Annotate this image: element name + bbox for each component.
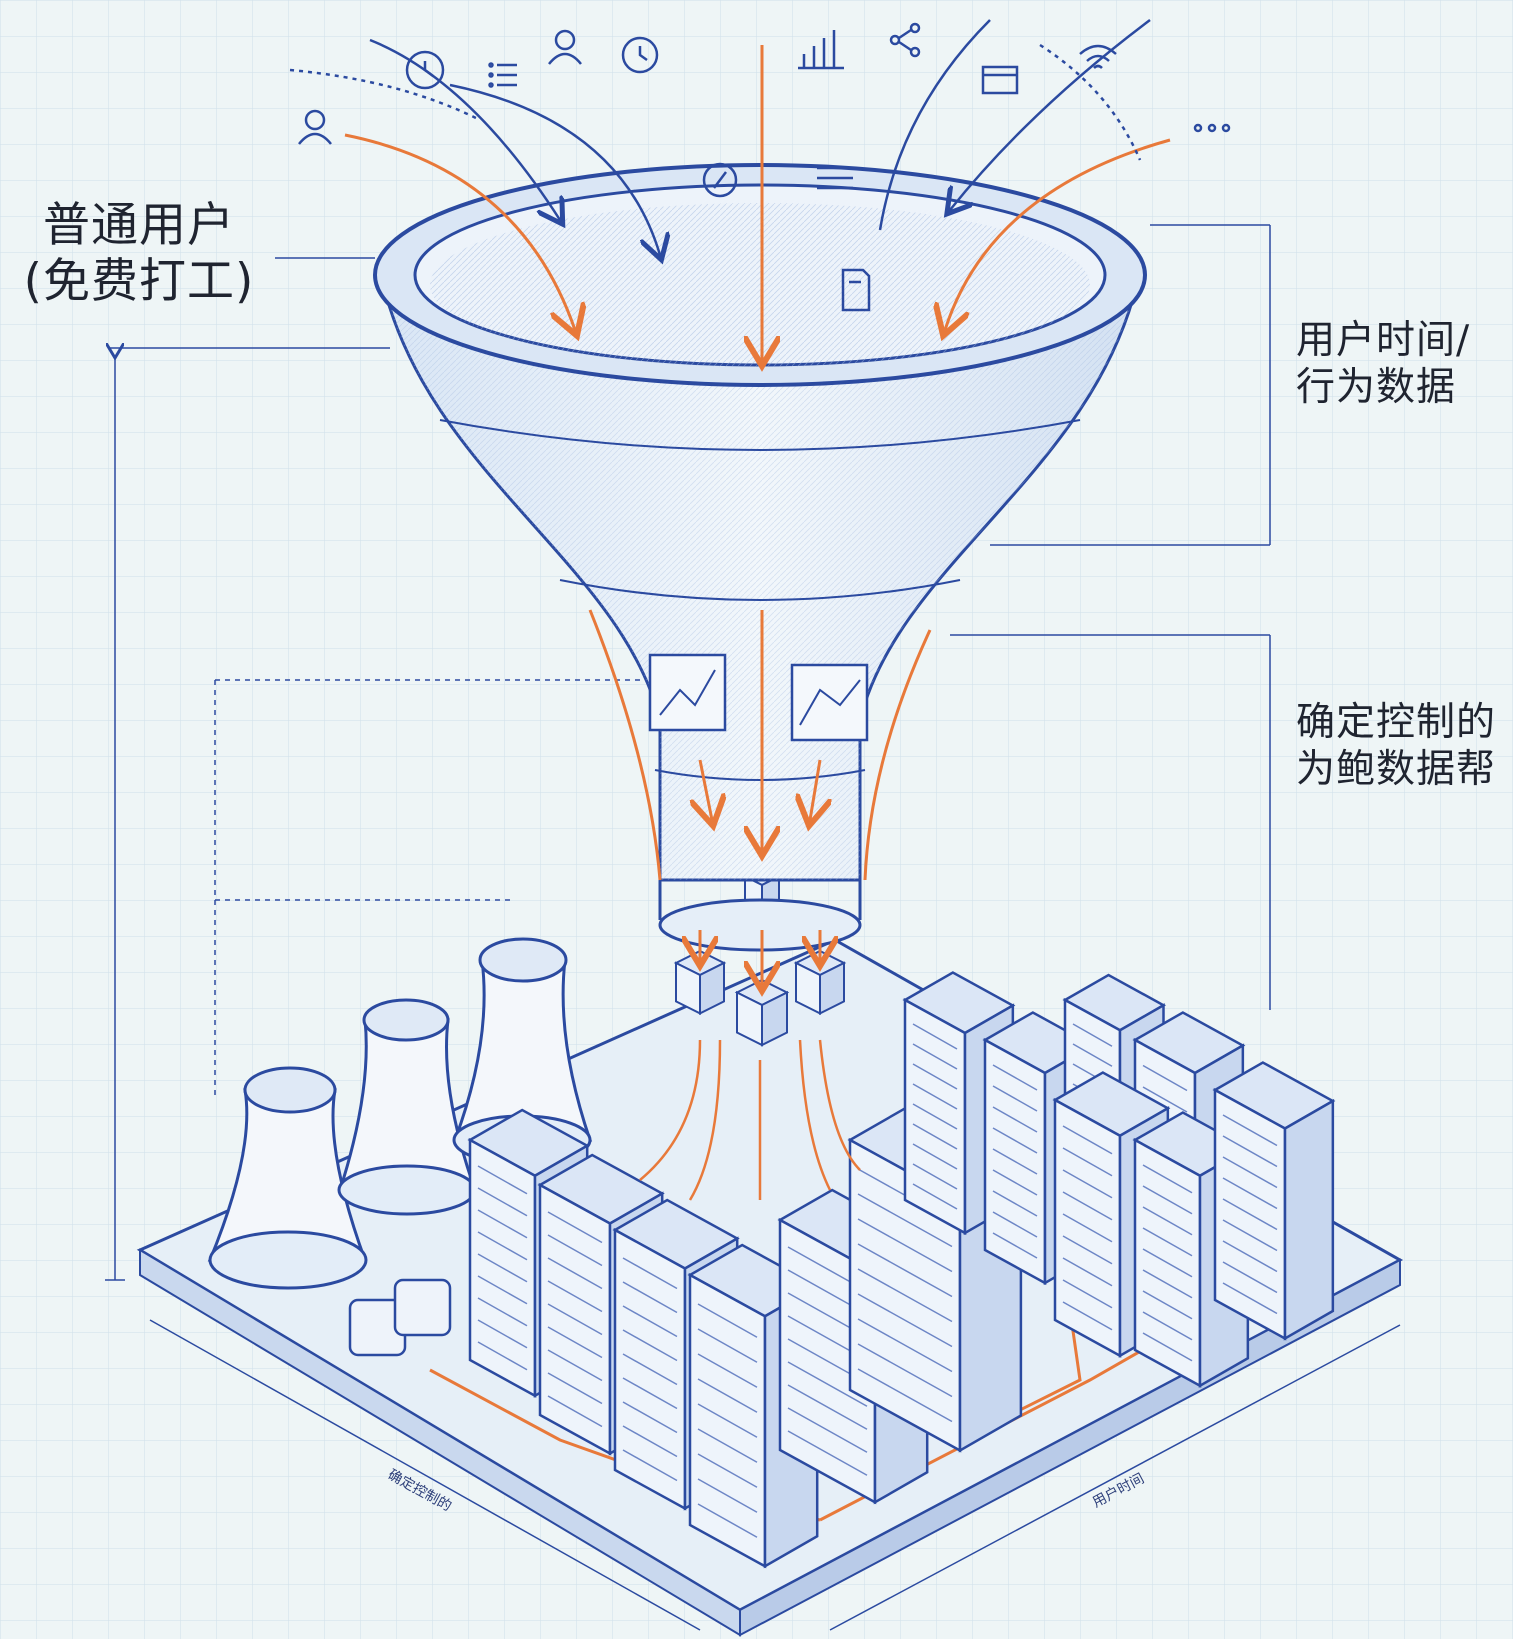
bar-chart-icon	[798, 30, 844, 70]
small-equipment	[348, 1278, 452, 1357]
sliders-icon	[817, 166, 853, 190]
ordinary-users-label: 普通用户 (免费打工)	[23, 198, 255, 310]
list-icon	[488, 62, 517, 88]
user-icon	[548, 29, 582, 65]
funnel-arrows	[344, 45, 1171, 985]
clock-icon	[621, 36, 659, 74]
incoming-arrows	[289, 19, 1151, 255]
dimension-lines	[105, 224, 1401, 1631]
controlled-data-label: 确定控制的 为鲍数据帮	[1296, 700, 1497, 792]
cooling-tower-2	[337, 998, 478, 1216]
data-flow-streams	[639, 1039, 861, 1201]
data-cube	[673, 949, 727, 1016]
more-icon	[1193, 123, 1231, 133]
cooling-tower-1	[207, 1066, 368, 1290]
clock-icon	[405, 50, 445, 90]
user-icon	[298, 109, 332, 145]
server-rack	[1212, 1061, 1336, 1341]
data-cube	[734, 978, 790, 1047]
server-racks-front	[467, 1103, 1024, 1569]
document-icon	[841, 268, 871, 312]
share-icon	[889, 22, 921, 58]
server-racks-back	[902, 971, 1336, 1388]
user-time-behavior-label: 用户时间/ 行为数据	[1296, 318, 1471, 410]
data-cube	[793, 949, 847, 1016]
compass-icon	[702, 162, 738, 198]
icon-cloud	[298, 22, 1231, 312]
wifi-icon	[1079, 44, 1117, 69]
calendar-icon	[981, 65, 1019, 95]
